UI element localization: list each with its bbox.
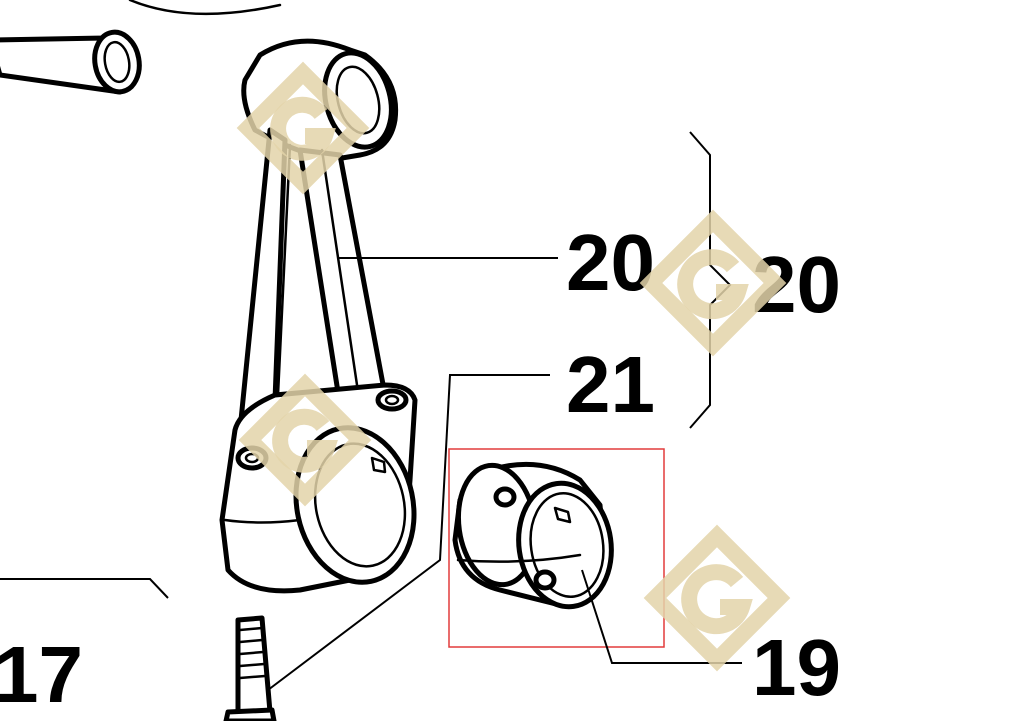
group-bracket — [689, 131, 732, 429]
callout-17: 17 — [0, 630, 83, 719]
g-logo-icon — [639, 209, 787, 357]
leader-lines — [0, 257, 742, 691]
g-logo-icon — [238, 373, 372, 507]
piston-pin-fragment — [0, 0, 282, 95]
g-logo-icon — [236, 61, 370, 195]
callout-21: 21 — [566, 340, 655, 429]
callout-19: 19 — [752, 623, 841, 712]
callout-20: 20 — [566, 218, 655, 307]
small-end-bushing — [452, 461, 614, 610]
g-logo-icon — [643, 524, 791, 672]
rod-bolt — [223, 615, 277, 721]
highlight-box — [448, 448, 665, 648]
